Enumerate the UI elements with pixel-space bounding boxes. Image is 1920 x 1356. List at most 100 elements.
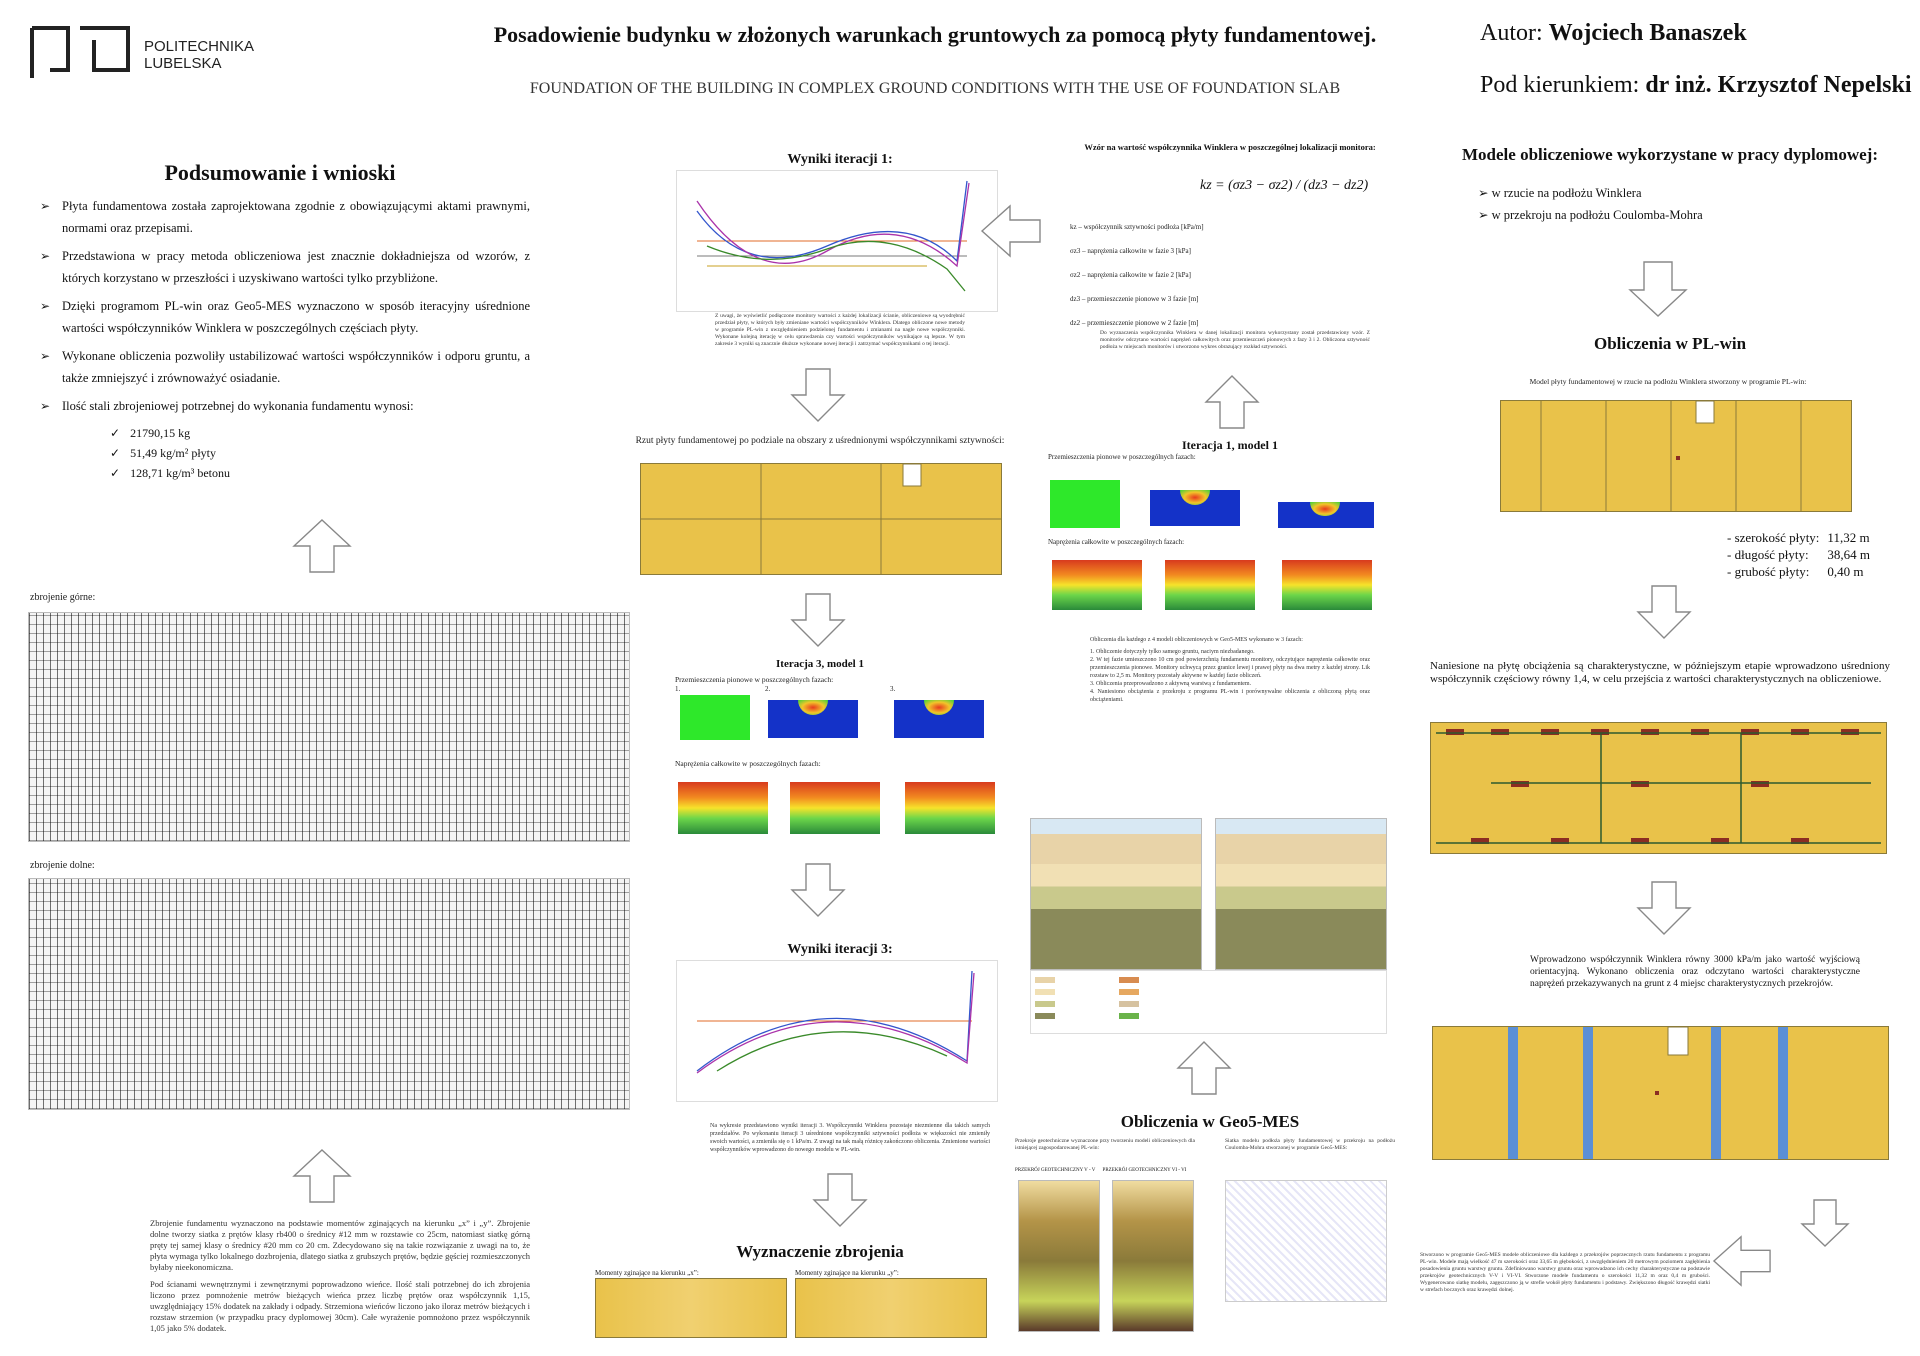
plwin-caption: Model płyty fundamentowej w rzucie na po… [1529,377,1807,386]
down-arrow-icon [790,593,846,647]
down-arrow-icon [790,368,846,422]
iteration-3-results-heading: Wyniki iteracji 3: [787,942,893,957]
displacement-phase-3 [894,700,984,738]
formula-symbol: kz – współczynnik sztywności podłoża [kP… [1070,223,1204,231]
stiffness-bands [1508,1026,1788,1159]
summary-point: ➢Ilość stali zbrojeniowej potrzebnej do … [40,399,414,413]
geo5-left-caption: Przekroje geotechniczne wyznaczone przy … [1015,1138,1195,1151]
reinforcement-text-2: Pod ścianami wewnętrznymi i zewnętrznymi… [150,1279,530,1333]
steel-amount: ✓21790,15 kg [110,426,191,440]
up-arrow-icon [1176,1041,1232,1095]
iter1-displacement-phase-3 [1278,502,1374,528]
slab-parameters: - szerokość płyty:11,32 m - długość płyt… [1725,528,1878,581]
summary-list: ➢Płyta fundamentowa została zaprojektowa… [40,195,530,483]
logo-text: POLITECHNIKA LUBELSKA [144,38,254,72]
geo-step: 4. Naniesiono obciążenia z przekroju z p… [1090,689,1371,703]
bottom-reinforcement-drawing [28,878,630,1110]
param-row: - grubość płyty:0,40 m [1727,564,1864,579]
left-arrow-icon [1712,1235,1771,1287]
geo5-model-description: Stworzono w programie Geo5-MES modele ob… [1420,1252,1710,1293]
moments-y-map [795,1278,987,1338]
stress-phase-1 [678,782,768,834]
formula-symbol: σz2 – naprężenia całkowite w fazie 2 [kP… [1070,271,1191,279]
iteration-1-results-heading: Wyniki iteracji 1: [787,152,893,167]
reinforcement-text-1: Zbrojenie fundamentu wyznaczono na podst… [150,1218,530,1272]
formula-heading: Wzór na wartość współczynnika Winklera w… [1084,142,1376,152]
geo5-right-caption: Siatka modelu podłoża płyty fundamentowe… [1225,1138,1395,1151]
geo-model-right [1215,818,1387,970]
phase-1-label: 1. [675,685,681,693]
author-name: Wojciech Banaszek [1548,20,1747,46]
formula-legend: kz – współczynnik sztywności podłoża [kP… [1070,215,1370,335]
logo-line-2: LUBELSKA [144,55,222,72]
steel-amount: ✓128,71 kg/m³ betonu [110,466,230,480]
iter1-stress-phase-1 [1052,560,1142,610]
slab-division-grid [641,463,1001,574]
down-arrow-icon [1800,1199,1850,1247]
geo-section-vi [1112,1180,1194,1332]
reinforcement-description: Zbrojenie fundamentu wyznaczono na podst… [150,1218,530,1334]
plwin-slab-model [1500,400,1852,512]
winkler-formula: kz = (σz3 − σz2) / (dz3 − dz2) [1200,178,1369,193]
down-arrow-icon [1636,881,1692,935]
model-item: ➢ w rzucie na podłożu Winklera [1478,186,1642,200]
displacement-phase-1 [680,695,750,740]
displacement-phase-2 [768,700,858,738]
reinforcement-heading: Wyznaczenie zbrojenia [736,1242,904,1261]
down-arrow-icon [1628,261,1688,317]
section-vi-title: PRZEKRÓJ GEOTECHNICZNY VI - VI [1102,1168,1187,1173]
stress-phase-2 [790,782,880,834]
param-row: - długość płyty:38,64 m [1727,547,1871,562]
loaded-slab-plan [1430,722,1887,854]
geo-model-left [1030,818,1202,970]
supervisor: Pod kierunkiem: dr inż. Krzysztof Nepels… [1480,72,1912,99]
up-arrow-icon [292,1149,352,1203]
phase-2-label: 2. [765,685,771,693]
poster-title-english: FOUNDATION OF THE BUILDING IN COMPLEX GR… [529,80,1341,97]
iter1-total-stress-label: Naprężenia całkowite w poszczególnych fa… [1048,538,1185,546]
down-arrow-icon [790,863,846,917]
phase-3-label: 3. [890,685,896,693]
models-heading: Modele obliczeniowe wykorzystane w pracy… [1462,145,1878,164]
down-arrow-icon [1636,585,1692,639]
iteration-3-lines [696,970,975,1074]
geo-mesh [1225,1180,1387,1302]
soil-legend-swatches [1035,977,1139,1019]
iteration-3-chart [676,960,998,1102]
plwin-slab-grid [1540,400,1802,511]
geo-sections-titles: PRZEKRÓJ GEOTECHNICZNY V - V PRZEKRÓJ GE… [1015,1168,1195,1176]
geo-steps-intro: Obliczenia dla każdego z 4 modeli oblicz… [1090,637,1303,643]
iteration-1-caption: Z uwagi, że wyświetlić podłączone monito… [715,313,965,347]
supervisor-label: Pod kierunkiem: [1480,72,1640,98]
geo-step: 2. W tej fazie umieszczono 10 cm pod pow… [1090,657,1370,679]
loads-text: Naniesione na płytę obciążenia są charak… [1430,660,1890,685]
summary-point: ➢Wykonane obliczenia pozwoliły ustabiliz… [40,349,530,385]
plwin-heading: Obliczenia w PL-win [1593,334,1747,353]
geo5-heading: Obliczenia w Geo5-MES [1120,1112,1300,1131]
poster-title: Posadowienie budynku w złożonych warunka… [493,22,1377,47]
summary-heading: Podsumowanie i wnioski [164,160,396,185]
iteration-1-chart [676,170,998,312]
iteration-1-lines [696,180,970,292]
geo-section-v [1018,1180,1100,1332]
supervisor-name: dr inż. Krzysztof Nepelski [1645,72,1912,98]
iter1-stress-phase-2 [1165,560,1255,610]
total-stress-label: Naprężenia całkowite w poszczególnych fa… [675,759,821,768]
left-arrow-icon [980,204,1041,258]
up-arrow-icon [292,519,352,573]
geo-step: 3. Obliczenia przeprowadzono z aktywną w… [1090,681,1252,687]
stress-phase-3 [905,782,995,834]
author: Autor: Wojciech Banaszek [1480,20,1747,47]
models-list: ➢ w rzucie na podłożu Winklera ➢ w przek… [1478,182,1703,226]
section-v-title: PRZEKRÓJ GEOTECHNICZNY V - V [1015,1168,1096,1173]
model-item: ➢ w przekroju na podłożu Coulomba-Mohra [1478,208,1703,222]
logo-line-1: POLITECHNIKA [144,38,255,55]
param-row: - szerokość płyty:11,32 m [1727,530,1870,545]
iter1-stress-phase-3 [1282,560,1372,610]
bottom-reinforcement-label: zbrojenie dolne: [30,860,95,871]
steel-amount: ✓51,49 kg/m² płyty [110,446,216,460]
iter1-displacement-phase-2 [1150,490,1240,526]
iter1-displacement-phase-1 [1050,480,1120,528]
geo-steps: Obliczenia dla każdego z 4 modeli oblicz… [1090,636,1370,704]
logo [28,26,138,85]
